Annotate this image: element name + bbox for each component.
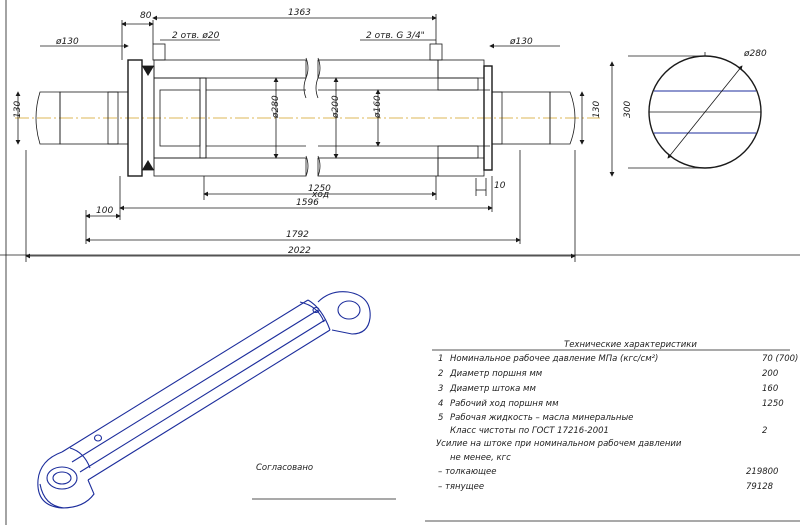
dim-stroke-label: ход bbox=[311, 190, 329, 200]
spec-pull-label: – тянущее bbox=[438, 482, 484, 492]
spec-cleanliness-value: 2 bbox=[762, 426, 767, 436]
dim-130-vertical-right: 130 bbox=[592, 101, 602, 118]
spec-item-5-text: Рабочая жидкость – масла минеральные bbox=[450, 413, 633, 423]
spec-item-4-num: 4 bbox=[438, 399, 443, 409]
spec-item-3-value: 160 bbox=[762, 384, 778, 394]
dim-130-vertical-left: 130 bbox=[13, 101, 23, 118]
spec-force-unit: не менее, кгс bbox=[450, 453, 511, 463]
spec-force-title: Усилие на штоке при номинальном рабочем … bbox=[436, 439, 682, 449]
rear-head-flange bbox=[127, 43, 166, 177]
dim-d130-left: ø130 bbox=[55, 37, 79, 47]
dim-80: 80 bbox=[140, 11, 152, 21]
spec-item-1-value: 70 (700) bbox=[762, 354, 798, 364]
dim-10: 10 bbox=[494, 181, 506, 191]
end-view-circle: ø280 bbox=[628, 49, 767, 169]
spec-item-2-text: Диаметр поршня мм bbox=[449, 369, 543, 379]
dim-300: 300 bbox=[623, 101, 633, 118]
spec-pull-value: 79128 bbox=[746, 482, 774, 492]
approval-label: Согласовано bbox=[256, 463, 313, 473]
spec-item-2-num: 2 bbox=[438, 369, 443, 379]
dim-100: 100 bbox=[96, 206, 113, 216]
dim-d200: ø200 bbox=[331, 95, 341, 119]
spec-item-4-value: 1250 bbox=[762, 399, 784, 409]
dim-1250: 1250 bbox=[308, 184, 331, 194]
dim-1596: 1596 bbox=[296, 198, 319, 208]
spec-title: Технические характеристики bbox=[564, 340, 697, 350]
dim-d130-right: ø130 bbox=[509, 37, 533, 47]
cylinder-section-view: ø130 80 1363 2 отв. ø20 2 отв. G 3/4" ø1… bbox=[13, 8, 633, 262]
spec-item-1-text: Номинальное рабочее давление МПа (кгс/см… bbox=[450, 354, 658, 364]
dim-ports-left: 2 отв. ø20 bbox=[172, 31, 220, 41]
spec-push-value: 219800 bbox=[746, 467, 778, 477]
isometric-view bbox=[37, 291, 371, 509]
dim-1792: 1792 bbox=[286, 230, 309, 240]
spec-item-2-value: 200 bbox=[762, 369, 778, 379]
spec-cleanliness-text: Класс чистоты по ГОСТ 17216-2001 bbox=[450, 426, 609, 436]
spec-table: Технические характеристики 1 Номинальное… bbox=[432, 340, 798, 492]
dim-1363: 1363 bbox=[288, 8, 311, 18]
spec-item-1-num: 1 bbox=[438, 354, 443, 364]
front-gland-section bbox=[429, 43, 493, 177]
spec-item-4-text: Рабочий ход поршня мм bbox=[450, 399, 559, 409]
dimension-lines bbox=[15, 14, 615, 262]
approval-block: Согласовано bbox=[252, 463, 396, 500]
dim-d280-side: ø280 bbox=[743, 49, 767, 59]
dim-ports-right: 2 отв. G 3/4" bbox=[366, 31, 425, 41]
spec-item-3-num: 3 bbox=[438, 384, 443, 394]
dim-d280-inner: ø280 bbox=[271, 95, 281, 119]
right-eye-section bbox=[491, 91, 576, 145]
spec-item-5-num: 5 bbox=[438, 413, 443, 423]
dim-d160: ø160 bbox=[373, 95, 383, 119]
spec-push-label: – толкающее bbox=[438, 467, 497, 477]
spec-item-3-text: Диаметр штока мм bbox=[449, 384, 536, 394]
dim-2022: 2022 bbox=[288, 246, 311, 256]
